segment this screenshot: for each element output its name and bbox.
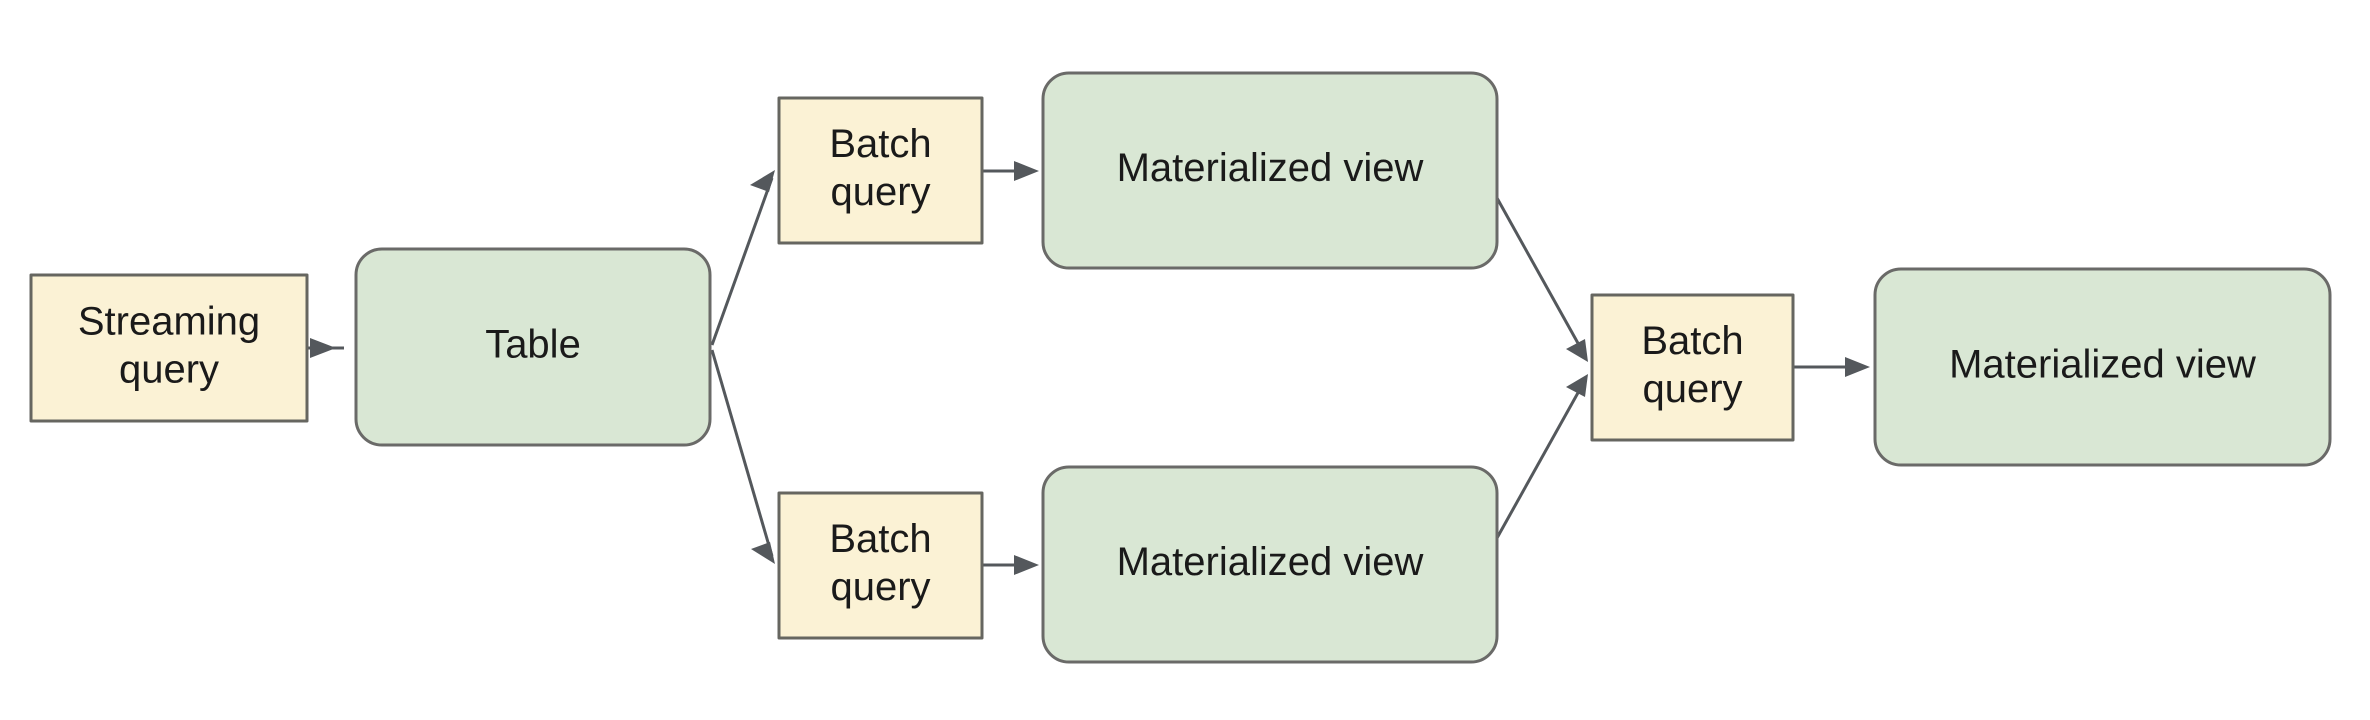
- node-label-batch-query-bottom: query: [830, 565, 930, 609]
- node-label-streaming-query: Streaming: [78, 300, 260, 344]
- arrowhead-icon: [310, 338, 336, 358]
- arrowhead-icon: [751, 542, 775, 564]
- node-materialized-view-bottom[interactable]: Materialized view: [1041, 465, 1499, 664]
- node-shape-batch-query-top: [777, 96, 984, 245]
- node-shape-table: [354, 247, 712, 447]
- edge-view-top-to-batch-right: [1495, 197, 1588, 362]
- node-label-streaming-query: query: [119, 348, 219, 392]
- node-shape-materialized-view-right: [1873, 267, 2332, 467]
- edge-batch-right-to-view-right: [1793, 357, 1870, 377]
- node-label-materialized-view-top: Materialized view: [1117, 146, 1424, 190]
- edge-table-to-batch-top: [710, 170, 775, 346]
- arrowhead-icon: [1014, 555, 1039, 575]
- node-materialized-view-right[interactable]: Materialized view: [1873, 267, 2332, 467]
- edge-table-to-batch-bottom: [710, 349, 775, 564]
- node-shape-batch-query-right: [1590, 293, 1795, 442]
- node-materialized-view-top[interactable]: Materialized view: [1041, 71, 1499, 270]
- node-shape-materialized-view-top: [1041, 71, 1499, 270]
- node-label-batch-query-right: query: [1642, 367, 1742, 411]
- node-shape-streaming-query: [29, 273, 309, 423]
- arrowhead-icon: [1845, 357, 1870, 377]
- node-label-batch-query-top: Batch: [829, 122, 931, 166]
- edges-layer: [307, 161, 1870, 575]
- node-label-batch-query-right: Batch: [1641, 319, 1743, 363]
- arrowhead-icon: [1014, 161, 1039, 181]
- node-shape-materialized-view-bottom: [1041, 465, 1499, 664]
- edge-view-bottom-to-batch-right: [1495, 374, 1588, 539]
- edge-path: [1495, 197, 1586, 355]
- edge-path: [710, 349, 774, 557]
- node-shape-batch-query-bottom: [777, 491, 984, 640]
- edge-path: [1495, 381, 1586, 539]
- node-label-batch-query-bottom: Batch: [829, 517, 931, 561]
- arrowhead-icon: [1566, 339, 1588, 362]
- arrowhead-icon: [750, 170, 775, 192]
- edge-batch-top-to-view-top: [982, 161, 1039, 181]
- nodes-layer: StreamingqueryTableBatchqueryMaterialize…: [29, 71, 2332, 664]
- node-table[interactable]: Table: [354, 247, 712, 447]
- edge-streaming-to-table: [307, 338, 344, 358]
- arrowhead-icon: [1566, 374, 1588, 397]
- edge-path: [710, 177, 774, 346]
- edge-batch-bottom-to-view-bottom: [982, 555, 1039, 575]
- node-label-batch-query-top: query: [830, 170, 930, 214]
- node-label-materialized-view-bottom: Materialized view: [1117, 540, 1424, 584]
- node-label-materialized-view-right: Materialized view: [1949, 343, 2256, 387]
- node-label-table: Table: [485, 323, 581, 367]
